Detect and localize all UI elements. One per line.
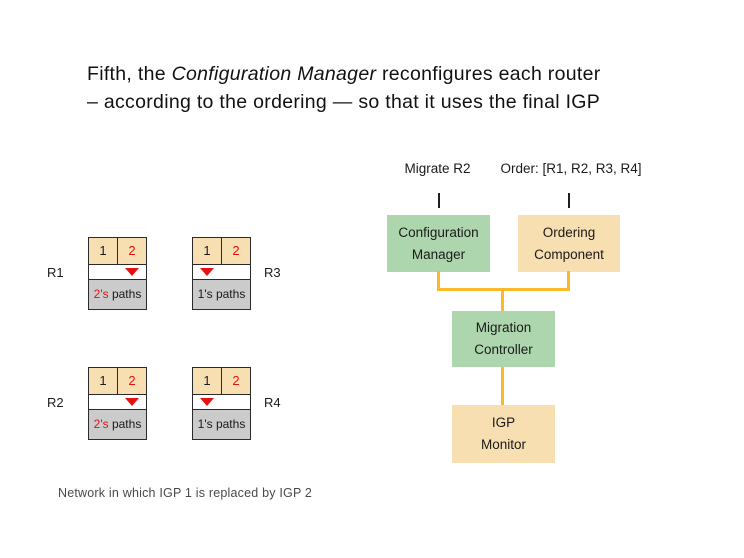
paths-row: 1's paths bbox=[193, 409, 250, 439]
router-r3-rib-table: 1 2 1's paths bbox=[192, 237, 251, 310]
title-line1-italic: Configuration Manager bbox=[171, 63, 377, 85]
paths-suffix: paths bbox=[108, 287, 142, 301]
igp-header-row: 1 2 bbox=[193, 238, 250, 265]
router-r2: R2 1 2 2's paths bbox=[47, 367, 147, 440]
igp1-header-cell: 1 bbox=[193, 368, 222, 394]
paths-row: 2's paths bbox=[89, 409, 146, 439]
igp2-header-cell: 2 bbox=[232, 243, 240, 258]
connector-to-migration-controller bbox=[501, 291, 504, 311]
igp-monitor-label-line2: Monitor bbox=[480, 437, 526, 452]
figure-caption: Network in which IGP 1 is replaced by IG… bbox=[58, 486, 313, 500]
connector-horizontal-join bbox=[437, 288, 570, 291]
configuration-manager-label-line2: Manager bbox=[411, 246, 466, 262]
router-r2-label: R2 bbox=[47, 395, 64, 410]
igp1-header-cell: 1 bbox=[193, 238, 222, 264]
migrate-annotation-tick bbox=[438, 193, 440, 208]
selection-row bbox=[89, 395, 146, 409]
selection-row bbox=[193, 395, 250, 409]
router-r1: R1 1 2 2's paths bbox=[47, 237, 147, 310]
igp2-header-cell: 2 bbox=[128, 373, 136, 388]
selection-triangle-icon bbox=[124, 398, 139, 406]
order-annotation-tick bbox=[568, 193, 570, 208]
selection-triangle-icon bbox=[200, 398, 215, 406]
title-line2: – according to the ordering — so that it… bbox=[87, 91, 601, 113]
paths-suffix: paths bbox=[108, 417, 142, 431]
connector-config-drop bbox=[437, 271, 440, 291]
router-r1-label: R1 bbox=[47, 265, 64, 280]
connector-ordering-drop bbox=[567, 271, 570, 291]
igp1-header-cell: 1 bbox=[89, 238, 118, 264]
connector-to-igp-monitor bbox=[501, 367, 504, 405]
igp-header-row: 1 2 bbox=[89, 238, 146, 265]
migration-controller-label-line1: Migration bbox=[475, 320, 532, 335]
paths-row: 1's paths bbox=[193, 279, 250, 309]
router-r4: R4 1 2 1's paths bbox=[192, 367, 281, 440]
migrate-annotation: Migrate R2 bbox=[404, 161, 471, 176]
selection-row bbox=[193, 265, 250, 279]
box-igp-monitor: IGP Monitor bbox=[452, 405, 555, 463]
title-line1: Fifth, the Configuration Manager reconfi… bbox=[87, 60, 697, 88]
selection-triangle-icon bbox=[200, 268, 215, 276]
igp-header-row: 1 2 bbox=[193, 368, 250, 395]
igp2-header-cell: 2 bbox=[232, 373, 240, 388]
paths-prefix: 1's bbox=[197, 417, 213, 431]
migration-controller-label-line2: Controller bbox=[474, 342, 533, 357]
igp-monitor-label-line1: IGP bbox=[491, 415, 516, 430]
title-line1-prefix: Fifth, the bbox=[87, 63, 172, 85]
paths-prefix: 1's bbox=[197, 287, 213, 301]
router-r4-rib-table: 1 2 1's paths bbox=[192, 367, 251, 440]
box-configuration-manager: Configuration Manager bbox=[387, 215, 490, 272]
router-r3-label: R3 bbox=[264, 265, 281, 280]
page-title: Fifth, the Configuration Manager reconfi… bbox=[87, 60, 697, 116]
igp1-header-cell: 1 bbox=[89, 368, 118, 394]
box-migration-controller: Migration Controller bbox=[452, 311, 555, 367]
title-line1-suffix: reconfigures each router bbox=[376, 63, 601, 85]
router-r3: R3 1 2 1's paths bbox=[192, 237, 281, 310]
configuration-manager-label-line1: Configuration bbox=[398, 224, 479, 240]
ordering-component-label-line1: Ordering bbox=[542, 224, 596, 240]
igp-header-row: 1 2 bbox=[89, 368, 146, 395]
box-ordering-component: Ordering Component bbox=[518, 215, 620, 272]
selection-row bbox=[89, 265, 146, 279]
order-annotation: Order: [R1, R2, R3, R4] bbox=[500, 161, 642, 176]
selection-triangle-icon bbox=[124, 268, 139, 276]
router-r2-rib-table: 1 2 2's paths bbox=[88, 367, 147, 440]
ordering-component-label-line2: Component bbox=[534, 246, 604, 262]
paths-prefix: 2's bbox=[93, 287, 109, 301]
router-r1-rib-table: 1 2 2's paths bbox=[88, 237, 147, 310]
paths-prefix: 2's bbox=[93, 417, 109, 431]
router-r4-label: R4 bbox=[264, 395, 281, 410]
paths-row: 2's paths bbox=[89, 279, 146, 309]
igp2-header-cell: 2 bbox=[128, 243, 136, 258]
paths-suffix: paths bbox=[212, 417, 246, 431]
paths-suffix: paths bbox=[212, 287, 246, 301]
